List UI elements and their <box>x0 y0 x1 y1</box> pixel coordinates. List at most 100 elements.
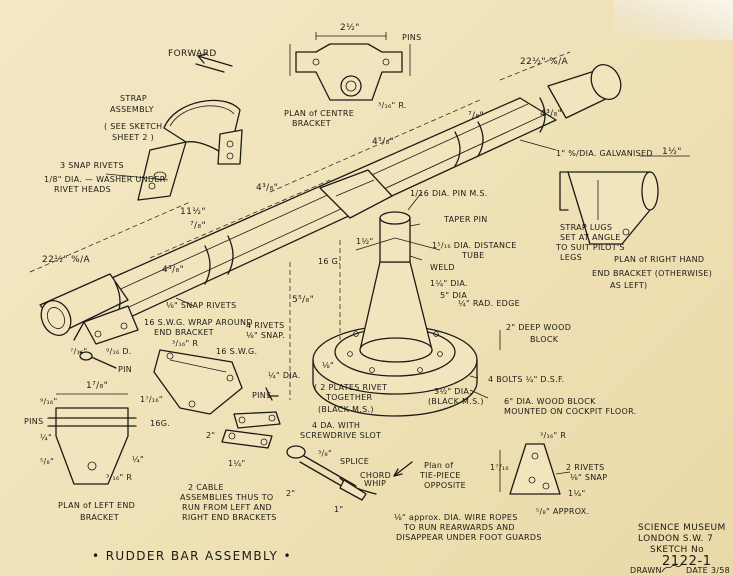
wood-block-label: 6" DIA. WOOD BLOCK <box>504 397 596 406</box>
dim-14-a: ¼" <box>40 433 52 442</box>
distance-tube-label: 1⁵/₁₆ DIA. DISTANCE <box>432 241 517 250</box>
right-end-bracket-plan <box>559 155 690 245</box>
centre-bracket-plan <box>289 32 411 101</box>
drawn-signature <box>661 563 683 573</box>
dim-438-left: 4³/₈" <box>162 265 184 275</box>
forward-label: FORWARD <box>168 49 217 59</box>
tie-piece-label-3: OPPOSITE <box>424 481 466 490</box>
splice-label: SPLICE <box>340 457 369 466</box>
dim-78-b: ⁷/₈" <box>468 111 484 121</box>
washer-label-2: RIVET HEADS <box>54 185 111 194</box>
dim-112-v: 1½" <box>356 237 373 246</box>
strap-label-2: ASSEMBLY <box>110 105 154 114</box>
bolts-label: 4 BOLTS ¼" D.S.F. <box>488 375 564 384</box>
dim-316-centre: ³/₁₆" R. <box>378 101 407 110</box>
title-block-museum: SCIENCE MUSEUM <box>638 523 726 533</box>
dim-1716: 1⁷/₁₆" <box>140 395 163 404</box>
dim-316r: ³/₁₆" R <box>172 339 198 348</box>
plan-left-label: PLAN of LEFT END <box>58 501 135 510</box>
dim-2b: 2" <box>286 489 295 498</box>
taper-pin-label: TAPER PIN <box>443 215 488 224</box>
chord-label: CHORD <box>360 471 391 480</box>
dim-558: 5⁵/₈" <box>292 295 314 305</box>
dim-18-a: ⅛" <box>322 361 334 370</box>
dim-112: 1½" <box>662 147 682 157</box>
leader-lines <box>105 139 571 475</box>
dim-438-right: 4³/₈" <box>540 109 562 119</box>
labels: FORWARD STRAP ASSEMBLY ( SEE SKETCH SHEE… <box>24 23 712 542</box>
wire-label-2: TO RUN REARWARDS AND <box>403 523 515 532</box>
rivets2-label-2: ⅛" SNAP <box>570 473 607 482</box>
strap-lugs-label: STRAP LUGS <box>560 223 612 232</box>
dim-716: ⁷/₁₆" <box>70 347 88 356</box>
pivot-pedestal <box>289 211 478 417</box>
title-block: SCIENCE MUSEUM LONDON S.W. 7 SKETCH No 2… <box>630 523 730 575</box>
title-block-date: DATE 3/58 <box>686 566 730 575</box>
black-ms-2: (BLACK M.S.) <box>428 397 484 406</box>
tie-piece-label: Plan of <box>424 461 453 470</box>
tie-piece-plan <box>499 443 561 495</box>
plan-centre-label-2: BRACKET <box>292 119 331 128</box>
dim-1716-tie: 1⁷/₁₆ <box>490 463 509 472</box>
dim-1: 1" <box>334 505 343 514</box>
pin-label: PIN <box>118 365 132 374</box>
four-dia-label: 4 DA. WITH <box>312 421 360 430</box>
dim-916b: ⁹/₁₆" <box>40 397 58 406</box>
dia-114-label: 1¼" DIA. <box>430 279 468 288</box>
dim-5dia: 5" DIA <box>440 291 467 300</box>
pins-mid-label: PINS <box>252 391 271 400</box>
washer-label: 1/8" DIA. — WASHER UNDER <box>44 175 166 184</box>
cable-label: 2 CABLE <box>188 483 224 492</box>
dim-14-dia: ¼" DIA. <box>268 371 300 380</box>
dim-114-tie: 1¼" <box>568 489 585 498</box>
sheet2-label: SHEET 2 ) <box>112 133 154 142</box>
deep-wood-label: 2" DEEP WOOD <box>506 323 571 332</box>
dim-458: 4⁵/₈" <box>372 137 394 147</box>
dim-38: ³/₈" <box>318 449 332 458</box>
plates-label-3: (BLACK M.S.) <box>318 405 374 414</box>
tie-piece-label-2: TIE-PIECE <box>419 471 461 480</box>
plan-centre-label: PLAN of CENTRE <box>284 109 354 118</box>
dim-212: 2½" <box>340 23 360 33</box>
dim-2212-right: 22½" %/A <box>520 57 569 67</box>
dim-2212-left: 22½" %/A <box>42 255 91 265</box>
title-block-location: LONDON S.W. 7 <box>638 534 713 544</box>
dim-312: 3½" DIA. <box>434 387 472 396</box>
cable-label-3: RUN FROM LEFT AND <box>182 503 272 512</box>
title-block-drawn: DRAWN <box>630 566 662 575</box>
end-bracket-plate <box>79 349 243 415</box>
strap-lugs-label-3: TO SUIT PILOT'S <box>555 243 625 252</box>
cable-links <box>221 387 281 449</box>
pin-ms-label: 1/16 DIA. PIN M.S. <box>410 189 488 198</box>
rivets4-label-2: ⅛" SNAP. <box>246 331 285 340</box>
dim-14-b: ¼" <box>132 455 144 464</box>
left-end-bracket <box>73 305 139 345</box>
strap-assembly <box>137 99 243 201</box>
plates-label: ( 2 PLATES RIVET <box>314 383 387 392</box>
rivets2-label: 2 RIVETS <box>566 463 604 472</box>
dim-16g: 16 G. <box>318 257 341 266</box>
galvanised-label: 1" %/DIA. GALVANISED <box>556 149 653 158</box>
plates-label-2: TOGETHER <box>325 393 372 402</box>
drawing-title: • RUDDER BAR ASSEMBLY • <box>92 549 292 563</box>
plan-right-label: PLAN of RIGHT HAND <box>614 255 704 264</box>
deep-wood-label-2: BLOCK <box>530 335 559 344</box>
dim-58: ⁵/₈" <box>40 457 54 466</box>
dim-916: ⁹/₁₆ D. <box>106 347 132 356</box>
rivets4-label: 4 RIVETS <box>246 321 284 330</box>
weld-label: WELD <box>430 263 455 272</box>
title-block-sketch: SKETCH No <box>650 545 704 555</box>
left-bracket-plan <box>47 393 137 485</box>
four-dia-label-2: SCREWDRIVE SLOT <box>300 431 381 440</box>
dim-1112: 11½" <box>180 207 206 217</box>
dim-2: 2" <box>206 431 215 440</box>
plan-right-label-2: END BRACKET (OTHERWISE) <box>592 269 712 278</box>
wood-block-label-2: MOUNTED ON COCKPIT FLOOR. <box>504 407 637 416</box>
rad-edge-label: ¼" RAD. EDGE <box>458 299 520 308</box>
dim-438-mid: 4³/₈" <box>256 183 278 193</box>
dim-178: 1⁷/₈" <box>86 381 108 391</box>
plan-right-label-3: AS LEFT) <box>610 281 647 290</box>
pins-left-label: PINS <box>24 417 43 426</box>
